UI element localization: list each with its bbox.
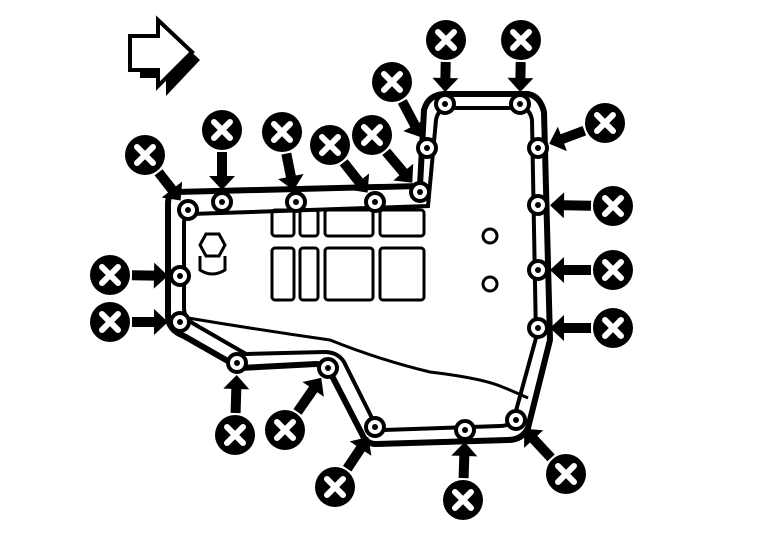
arrow-pointer-icon [549, 126, 587, 152]
bolt-hole-icon [409, 181, 431, 203]
arrow-pointer-icon [343, 437, 372, 472]
x-markers [90, 20, 633, 520]
arrow-pointer-icon [507, 61, 534, 92]
arrow-pointer-icon [382, 148, 414, 183]
x-circle-marker-icon [262, 112, 302, 152]
x-circle-marker-icon [215, 415, 255, 455]
bolt-hole-icon [169, 265, 191, 287]
x-circle-marker-icon [352, 115, 392, 155]
bolt-hole-icon [364, 416, 386, 438]
arrow-pointer-icon [451, 442, 478, 479]
bolt-hole-icon [285, 191, 307, 213]
x-circle-marker-icon [585, 103, 625, 143]
arrow-pointer-icon [131, 262, 168, 289]
bolt-hole-icon [177, 199, 199, 221]
x-circle-marker-icon [315, 467, 355, 507]
arrow-pointer-icon [293, 377, 324, 415]
x-circle-marker-icon [202, 110, 242, 150]
arrow-pointer-icon [132, 309, 168, 335]
bolt-hole-icon [505, 409, 527, 431]
arrow-pointer-icon [550, 192, 592, 219]
x-circle-marker-icon [310, 125, 350, 165]
x-circle-marker-icon [90, 255, 130, 295]
x-circle-marker-icon [372, 62, 412, 102]
x-circle-marker-icon [90, 302, 130, 342]
bolt-hole-icon [211, 191, 233, 213]
x-circle-marker-icon [501, 20, 541, 60]
bolt-hole-icon [317, 357, 339, 379]
arrow-pointer-icon [432, 61, 459, 92]
arrow-pointer-icon [550, 257, 591, 283]
drain-plug-icon [198, 232, 227, 258]
arrow-pointer-icon [223, 375, 250, 414]
pan-interior [198, 208, 499, 302]
x-circle-marker-icon [546, 454, 586, 494]
bolt-hole-icon [527, 194, 549, 216]
arrow-pointer-icon [550, 315, 591, 341]
bolt-hole-icon [434, 93, 456, 115]
x-circle-marker-icon [265, 410, 305, 450]
arrow-pointers [131, 61, 592, 479]
bolt-hole-icon [226, 352, 248, 374]
arrow-pointer-icon [209, 152, 235, 190]
arrow-pointer-icon [154, 169, 183, 201]
bolt-hole-icon [364, 191, 386, 213]
bolt-hole-icon [527, 317, 549, 339]
arrow-pointer-icon [278, 152, 304, 191]
x-circle-marker-icon [593, 250, 633, 290]
x-circle-marker-icon [593, 308, 633, 348]
x-circle-marker-icon [426, 20, 466, 60]
bolt-hole-icon [509, 93, 531, 115]
front-direction-arrow-icon [128, 15, 200, 96]
arrow-pointer-icon [397, 99, 427, 138]
bolt-hole-icon [527, 137, 549, 159]
arrow-pointer-icon [339, 159, 370, 193]
bolt-hole-icon [416, 137, 438, 159]
bolt-hole-icon [527, 259, 549, 281]
x-circle-marker-icon [125, 135, 165, 175]
arrow-pointer-icon [524, 428, 555, 462]
x-circle-marker-icon [443, 480, 483, 520]
x-circle-marker-icon [593, 186, 633, 226]
bolt-holes [169, 93, 549, 441]
bolt-hole-icon [454, 419, 476, 441]
bolt-hole-icon [169, 311, 191, 333]
